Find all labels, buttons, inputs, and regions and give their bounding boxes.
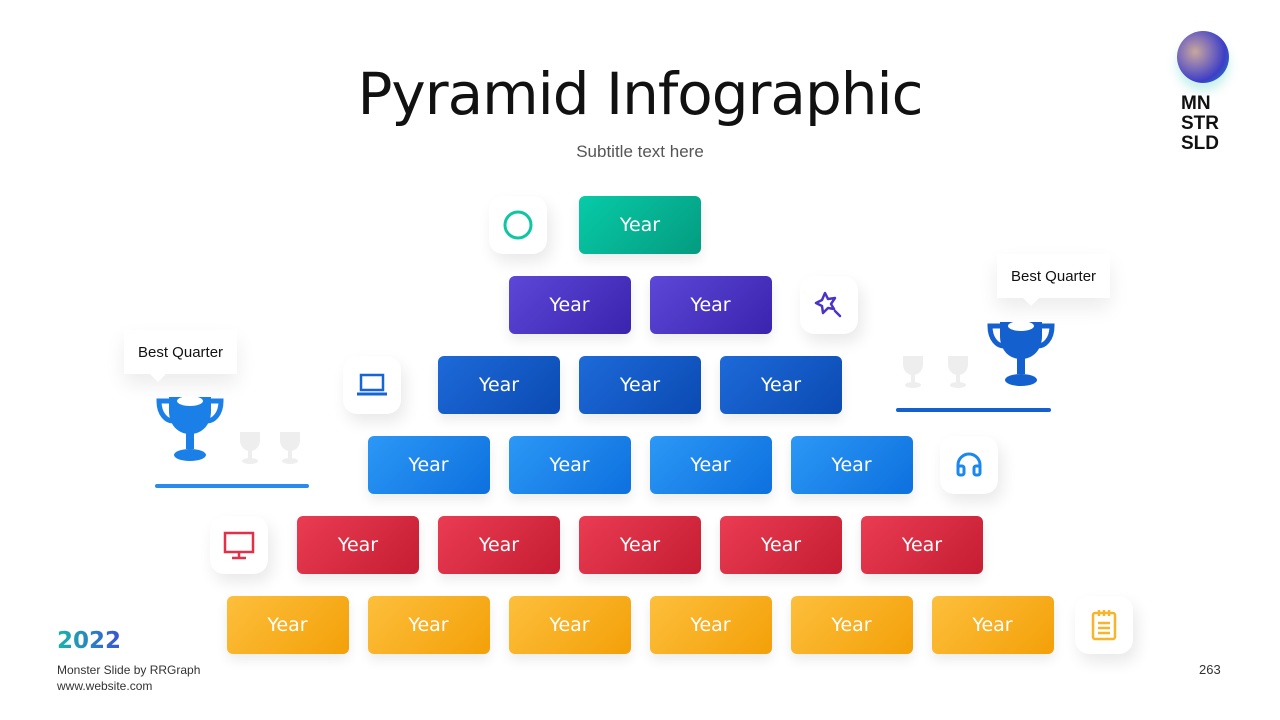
callout-right: Best Quarter [997, 254, 1111, 306]
pyramid-block: Year [931, 596, 1054, 654]
pyramid-block: Year [367, 436, 490, 494]
pyramid-block: Year [226, 596, 349, 654]
trophy-icon [987, 321, 1055, 386]
pyramid-block: Year [720, 516, 842, 574]
page-title: Pyramid Infographic [357, 60, 923, 128]
footer-year: 2022 [57, 628, 122, 654]
callout-left: Best Quarter [124, 330, 238, 382]
headset-icon [940, 436, 998, 494]
pyramid-block: Year [790, 596, 913, 654]
progress-bar-left [155, 484, 309, 488]
magic-wand-icon [800, 276, 858, 334]
monitor-icon [210, 516, 268, 574]
pyramid-block: Year [649, 276, 772, 334]
pyramid-block: Year [720, 356, 842, 414]
page-subtitle: Subtitle text here [576, 142, 704, 161]
progress-bar-right [896, 408, 1051, 412]
pyramid-block: Year [508, 436, 631, 494]
pyramid-block: Year [508, 596, 631, 654]
logo-sphere-icon [1177, 31, 1229, 83]
pyramid-block: Year [579, 196, 701, 254]
pyramid-block: Year [579, 356, 701, 414]
pie-chart-icon [489, 196, 547, 254]
pyramid-block: Year [649, 436, 772, 494]
pyramid-block: Year [790, 436, 913, 494]
notepad-icon [1075, 596, 1133, 654]
footer-info: Monster Slide by RRGraph www.website.com [57, 663, 201, 693]
laptop-icon [343, 356, 401, 414]
logo-text: MN STR SLD [1181, 93, 1219, 154]
pyramid-block: Year [297, 516, 419, 574]
trophy-icon [156, 396, 224, 461]
pyramid-block: Year [367, 596, 490, 654]
pyramid-block: Year [579, 516, 701, 574]
page-number: 263 [1199, 662, 1221, 677]
pyramid-block: Year [649, 596, 772, 654]
pyramid-block: Year [438, 356, 560, 414]
pyramid-block: Year [861, 516, 983, 574]
faded-trophies-icon [240, 432, 300, 464]
pyramid-block: Year [508, 276, 631, 334]
pyramid-block: Year [438, 516, 560, 574]
faded-trophies-icon [903, 356, 968, 388]
